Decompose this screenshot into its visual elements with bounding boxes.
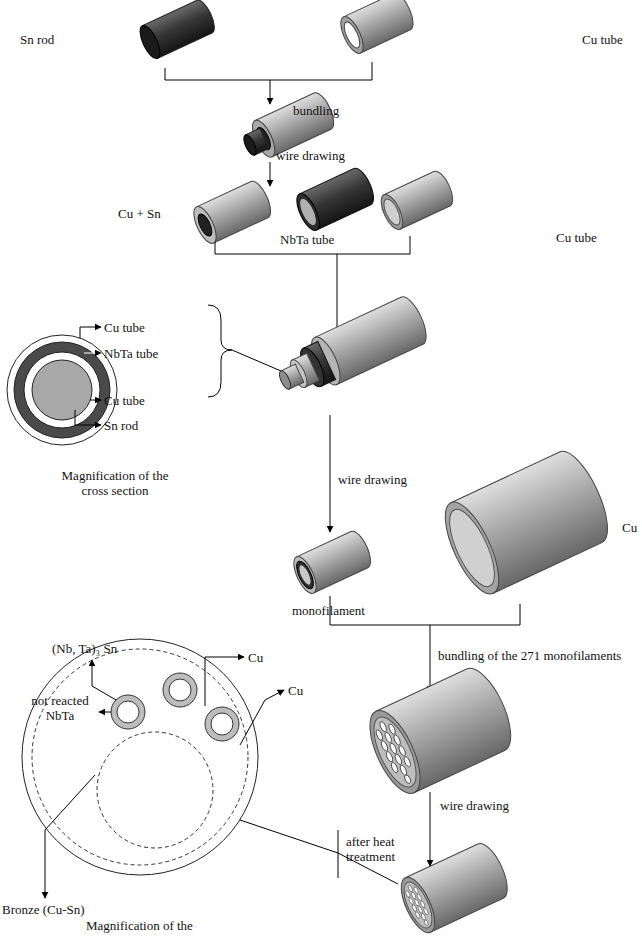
- process-arrow: [430, 625, 431, 692]
- part-label: bundling: [293, 103, 373, 118]
- final-wire: [394, 873, 441, 938]
- reacted-cross-section: [32, 649, 248, 865]
- cross-section: [24, 352, 100, 428]
- monofilament: [297, 528, 376, 593]
- process-arrow: [270, 162, 271, 186]
- assembled-billet: [277, 369, 293, 391]
- bracket-line: [165, 62, 372, 80]
- reacted-cross-section: [169, 679, 191, 701]
- leader-line: [240, 690, 284, 745]
- part-label: Cu tube: [582, 32, 642, 47]
- sn-rod: [136, 23, 164, 62]
- part-label: Magnification of the: [86, 918, 236, 933]
- monofilament: [293, 559, 317, 591]
- final-wire: [394, 839, 514, 937]
- reacted-cross-section: [22, 639, 258, 875]
- reacted-cross-section: [117, 701, 139, 723]
- monofilament: [296, 563, 313, 587]
- nbta-tube: [292, 165, 378, 233]
- part-label: Cu: [248, 650, 278, 665]
- final-wire: [398, 878, 437, 932]
- process-arrow: [270, 80, 271, 104]
- part-label: (Nb, Ta)₃ Sn: [52, 641, 152, 656]
- part-label: Cu + Sn: [118, 206, 178, 221]
- part-label: Magnification of the cross section: [50, 468, 180, 498]
- cu-tube: [336, 0, 417, 57]
- cu-tube: [341, 20, 363, 50]
- cu-tube: [381, 197, 404, 227]
- cross-section: [32, 360, 92, 420]
- leader-line: [84, 353, 101, 354]
- cu-can: [441, 504, 504, 593]
- part-label: Cu tube: [104, 320, 174, 335]
- assembled-billet: [270, 293, 432, 405]
- multifilament-billet: [365, 711, 424, 793]
- multifilament-billet: [360, 704, 431, 801]
- cu-can: [435, 495, 510, 601]
- part-label: wire drawing: [338, 472, 438, 487]
- reacted-cross-section: [22, 639, 258, 875]
- part-label: Sn rod: [104, 418, 174, 433]
- cu-tube: [377, 168, 457, 232]
- leader-line: [99, 712, 111, 713]
- part-label: Cu tube: [104, 393, 174, 408]
- part-label: bundling of the 271 monofilaments: [438, 648, 638, 663]
- cross-section: [7, 335, 117, 445]
- cross-section: [14, 342, 110, 438]
- process-arrow: [430, 792, 431, 866]
- process-arrow: [330, 415, 331, 532]
- reacted-cross-section: [205, 707, 239, 741]
- final-wire: [403, 883, 433, 928]
- brace: [208, 305, 232, 397]
- part-label: wire drawing: [276, 148, 376, 163]
- part-label: Bronze (Cu-Sn): [2, 902, 112, 917]
- cu-tube: [336, 13, 367, 56]
- part-label: NbTa tube: [104, 346, 184, 361]
- reacted-cross-section: [163, 673, 197, 707]
- sn-rod: [136, 0, 218, 61]
- reacted-cross-section: [111, 695, 145, 729]
- leader-line: [80, 327, 101, 338]
- leader-line: [240, 820, 338, 853]
- bracket-line: [338, 830, 339, 878]
- part-label: wire drawing: [440, 798, 540, 813]
- bundled-rod-tube: [241, 133, 258, 157]
- cu-can: [435, 444, 619, 601]
- leader-line: [92, 660, 116, 700]
- part-label: Sn rod: [20, 32, 80, 47]
- multifilament-billet: [360, 661, 521, 800]
- cross-section: [7, 335, 117, 445]
- reacted-cross-section: [211, 713, 233, 735]
- part-label: NbTa tube: [280, 232, 360, 247]
- leader-line: [75, 410, 101, 425]
- part-label: not reacted NbTa: [22, 693, 98, 723]
- multifilament-billet: [372, 718, 418, 788]
- cu-tube: [377, 191, 408, 232]
- part-label: Cu tube: [556, 230, 626, 245]
- process-arrow: [337, 254, 338, 338]
- reacted-cross-section: [97, 732, 213, 848]
- nbta-tube: [296, 196, 320, 228]
- monofilament: [289, 528, 375, 596]
- cu-sn-wire: [189, 203, 220, 246]
- part-label: monofilament: [292, 603, 392, 618]
- leader-line: [45, 775, 95, 898]
- monofilament: [289, 553, 320, 596]
- part-label: after heat treatment: [346, 834, 426, 864]
- leader-line: [90, 400, 101, 401]
- leader-line: [205, 657, 244, 706]
- leader-line: [232, 350, 288, 374]
- nbta-tube: [292, 190, 323, 233]
- cu-sn-wire: [195, 212, 214, 238]
- part-label: Cu: [622, 520, 642, 535]
- part-label: Cu: [288, 683, 318, 698]
- cu-sn-wire: [189, 178, 275, 246]
